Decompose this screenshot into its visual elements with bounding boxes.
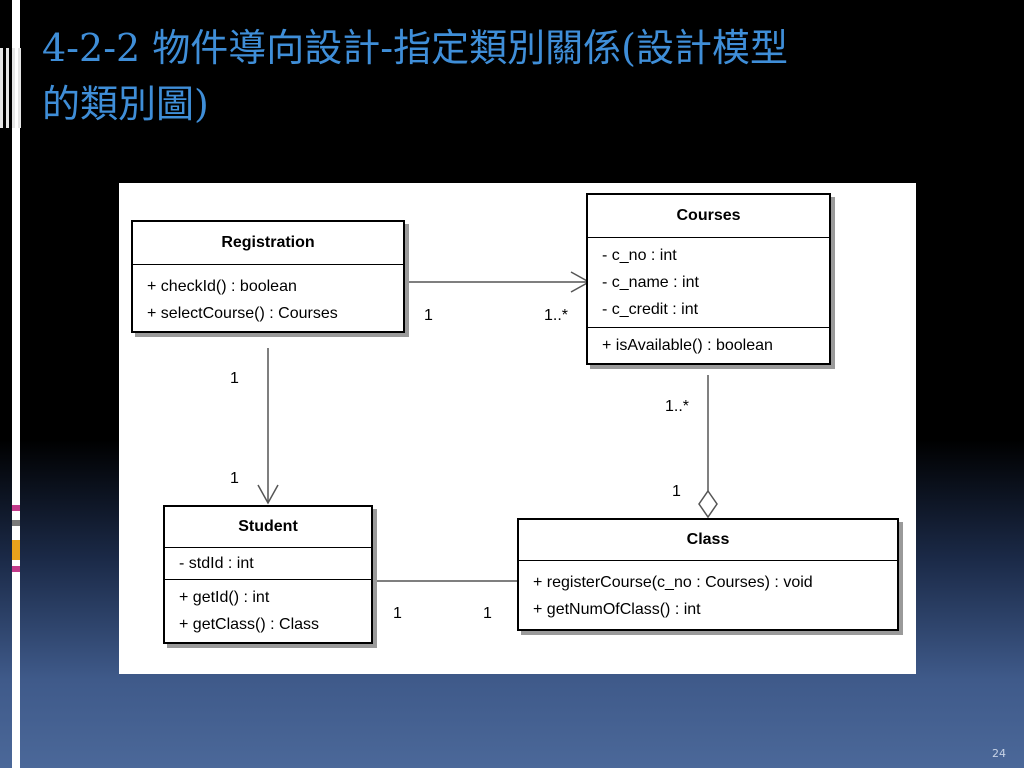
multiplicity-student-class-source: 1 (393, 605, 402, 622)
class-student-attributes: - stdId : int (165, 548, 371, 580)
slide-title: 4-2-2 物件導向設計-指定類別關係(設計模型 的類別圖) (42, 20, 992, 132)
operation-row: + registerCourse(c_no : Courses) : void (533, 574, 813, 591)
multiplicity-registration-courses-target: 1..* (544, 307, 569, 324)
accent-tick-magenta (12, 505, 20, 511)
decorative-lines (0, 48, 21, 128)
slide-title-line-1: 4-2-2 物件導向設計-指定類別關係(設計模型 (42, 26, 788, 70)
multiplicity-student-class-target: 1 (483, 605, 492, 622)
attribute-row: - c_name : int (602, 274, 699, 291)
multiplicity-courses-part: 1..* (665, 398, 690, 415)
class-student: Student - stdId : int + getId() : int + … (163, 505, 373, 644)
class-class-attributes (519, 560, 897, 565)
class-courses-attributes: - c_no : int - c_name : int - c_credit :… (588, 238, 829, 328)
operation-row: + getId() : int (179, 589, 270, 606)
multiplicity-class-whole: 1 (672, 483, 681, 500)
left-accent-bar (12, 0, 20, 768)
operation-row: + isAvailable() : boolean (602, 337, 773, 354)
class-registration: Registration + checkId() : boolean + sel… (131, 220, 405, 333)
accent-tick-magenta-2 (12, 566, 20, 572)
slide-number: 24 (992, 747, 1006, 760)
class-courses: Courses - c_no : int - c_name : int - c_… (586, 193, 831, 365)
operation-row: + getNumOfClass() : int (533, 601, 701, 618)
relationship-lines (257, 271, 718, 582)
class-courses-name: Courses (588, 195, 829, 238)
accent-tick-orange (12, 540, 20, 560)
operation-row: + checkId() : boolean (147, 278, 297, 295)
class-student-operations: + getId() : int + getClass() : Class (165, 580, 371, 642)
class-registration-operations: + checkId() : boolean + selectCourse() :… (133, 269, 403, 331)
attribute-row: - c_credit : int (602, 301, 699, 318)
class-registration-attributes (133, 264, 403, 269)
uml-class-diagram: Registration + checkId() : boolean + sel… (119, 183, 916, 674)
multiplicity-registration-student-target: 1 (230, 470, 239, 487)
class-registration-name: Registration (133, 222, 403, 265)
class-courses-operations: + isAvailable() : boolean (588, 328, 829, 363)
class-class: Class + registerCourse(c_no : Courses) :… (517, 518, 899, 631)
class-class-operations: + registerCourse(c_no : Courses) : void … (519, 565, 897, 629)
arrowhead-student (257, 484, 279, 505)
multiplicity-registration-student-source: 1 (230, 370, 239, 387)
aggregation-diamond (698, 489, 718, 519)
class-class-name: Class (519, 520, 897, 561)
class-student-name: Student (165, 507, 371, 548)
operation-row: + selectCourse() : Courses (147, 305, 338, 322)
attribute-row: - stdId : int (179, 555, 254, 572)
accent-tick-gray (12, 520, 20, 526)
attribute-row: - c_no : int (602, 247, 677, 264)
slide-title-line-2: 的類別圖) (42, 82, 209, 126)
operation-row: + getClass() : Class (179, 616, 320, 633)
multiplicity-registration-courses-source: 1 (424, 307, 433, 324)
